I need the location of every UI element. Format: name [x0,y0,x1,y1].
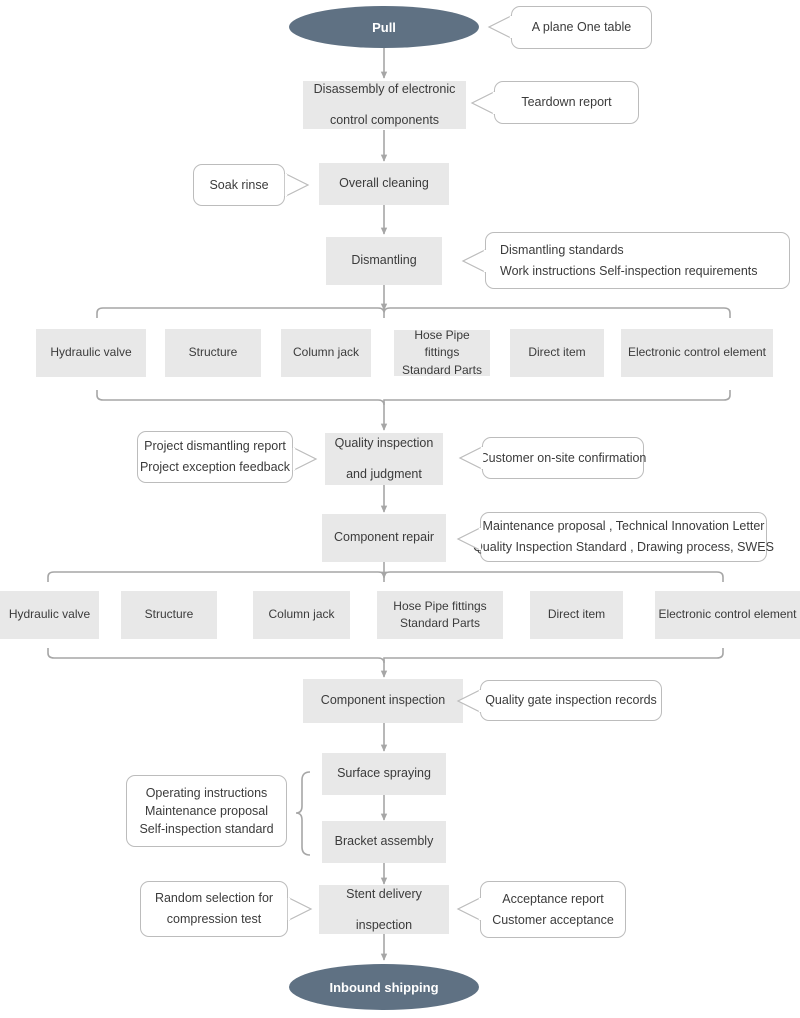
group2-item-structure[interactable]: Structure [121,591,217,639]
node-dismantling-label: Dismantling [351,253,417,268]
callout-tail-dismantling-standards [461,249,487,273]
callout-customer-onsite-confirmation[interactable]: Customer on-site confirmation [479,437,647,479]
callout-quality-gate-records[interactable]: Quality gate inspection records [480,680,662,721]
group2-item-label: Direct item [547,607,606,622]
callout-a-plane-one-table[interactable]: A plane One table [511,6,652,49]
callout-line: Project dismantling report [144,439,286,454]
group1-item-label: Structure [188,345,238,360]
callout-tail-teardown-report [470,91,496,115]
node-stent-delivery-line1: Stent delivery [346,886,422,901]
group1-item-hydraulic-valve[interactable]: Hydraulic valve [36,329,146,377]
group1-item-electronic-control-element[interactable]: Electronic control element [621,329,773,377]
callout-tail-soak-rinse [284,173,310,197]
node-quality-inspection-line1: Quality inspection [334,436,434,451]
callout-tail-project-reports [292,447,318,471]
node-start-terminal[interactable]: Pull [289,6,479,48]
group2-item-label: Hydraulic valve [8,607,91,622]
callout-tail-random-selection [287,897,313,921]
callout-tail-customer-onsite-confirmation [458,446,484,470]
callout-line: Maintenance proposal [145,803,268,818]
node-component-repair[interactable]: Component repair [322,514,446,562]
group2-item-line1: Hose Pipe fittings [393,598,487,613]
group1-item-line1: Hose Pipe fittings [414,327,470,360]
node-stent-delivery-line2: inspection [355,917,413,932]
callout-tail-a-plane-one-table [487,15,513,39]
callout-line: Operating instructions [145,785,268,800]
callout-line: Quality gate inspection records [485,693,657,708]
node-disassembly-line1: Disassembly of electronic [313,82,456,97]
callout-operating-instructions[interactable]: Operating instructions Maintenance propo… [126,775,287,847]
node-component-inspection[interactable]: Component inspection [303,679,463,723]
callout-line: Customer on-site confirmation [479,450,647,465]
node-surface-spraying[interactable]: Surface spraying [322,753,446,795]
group1-item-label: Column jack [292,345,360,360]
group2-item-hydraulic-valve[interactable]: Hydraulic valve [0,591,99,639]
callout-line: A plane One table [531,20,632,35]
node-stent-delivery-inspection[interactable]: Stent delivery inspection [319,885,449,934]
group1-item-column-jack[interactable]: Column jack [281,329,371,377]
group2-item-label: Column jack [268,607,335,622]
callout-random-selection[interactable]: Random selection for compression test [140,881,288,937]
callout-line: compression test [166,912,262,926]
group2-item-label: Electronic control element [658,607,797,622]
callout-line: Teardown report [521,95,612,110]
node-bracket-assembly[interactable]: Bracket assembly [322,821,446,863]
node-overall-cleaning[interactable]: Overall cleaning [319,163,449,205]
node-component-inspection-label: Component inspection [320,693,446,708]
group2-item-hose-pipe-fittings[interactable]: Hose Pipe fittings Standard Parts [377,591,503,639]
callout-line: Self-inspection standard [139,822,274,837]
callout-tail-acceptance-report [456,897,482,921]
callout-teardown-report[interactable]: Teardown report [494,81,639,124]
node-overall-cleaning-label: Overall cleaning [339,176,429,191]
callout-line: Customer acceptance [492,912,614,927]
callout-line: Work instructions Self-inspection requir… [500,263,758,278]
node-start-label: Pull [372,19,396,35]
group1-item-structure[interactable]: Structure [165,329,261,377]
callout-line: Project exception feedback [139,460,291,474]
group1-item-hose-pipe-fittings[interactable]: Hose Pipe fittings Standard Parts [394,327,490,377]
group1-item-label: Direct item [528,345,586,360]
callout-line: Soak rinse [209,177,269,192]
node-quality-inspection[interactable]: Quality inspection and judgment [325,433,443,485]
node-surface-spraying-label: Surface spraying [337,766,431,781]
group2-item-direct-item[interactable]: Direct item [530,591,623,639]
node-quality-inspection-line2: and judgment [346,467,422,481]
group1-item-label: Electronic control element [627,345,767,360]
callout-tail-maintenance-docs [456,527,482,551]
group2-item-line2: Standard Parts [399,616,481,630]
group2-item-column-jack[interactable]: Column jack [253,591,350,639]
group2-item-electronic-control-element[interactable]: Electronic control element [655,591,800,639]
callout-tail-quality-gate-records [456,689,482,713]
callout-line: Maintenance proposal , Technical Innovat… [482,519,765,534]
node-disassembly-line2: control components [329,113,440,127]
node-end-label: Inbound shipping [329,979,439,995]
callout-dismantling-standards[interactable]: Dismantling standards Work instructions … [485,232,790,289]
group1-item-label: Hydraulic valve [50,345,132,360]
callout-line: Random selection for [154,891,274,906]
callout-acceptance-report[interactable]: Acceptance report Customer acceptance [480,881,626,938]
group1-item-direct-item[interactable]: Direct item [510,329,604,377]
callout-line: Acceptance report [502,891,604,906]
callout-project-reports[interactable]: Project dismantling report Project excep… [137,431,293,483]
callout-maintenance-docs[interactable]: Maintenance proposal , Technical Innovat… [473,512,774,562]
callout-line: Quality Inspection Standard , Drawing pr… [473,540,774,554]
callout-line: Dismantling standards [500,242,624,257]
group2-item-label: Structure [144,607,194,622]
callout-soak-rinse[interactable]: Soak rinse [193,164,285,206]
node-end-terminal[interactable]: Inbound shipping [289,964,479,1010]
node-bracket-assembly-label: Bracket assembly [334,834,434,849]
node-dismantling[interactable]: Dismantling [326,237,442,285]
group1-item-line2: Standard Parts [401,362,483,377]
node-disassembly[interactable]: Disassembly of electronic control compon… [303,81,466,129]
node-component-repair-label: Component repair [333,530,435,545]
